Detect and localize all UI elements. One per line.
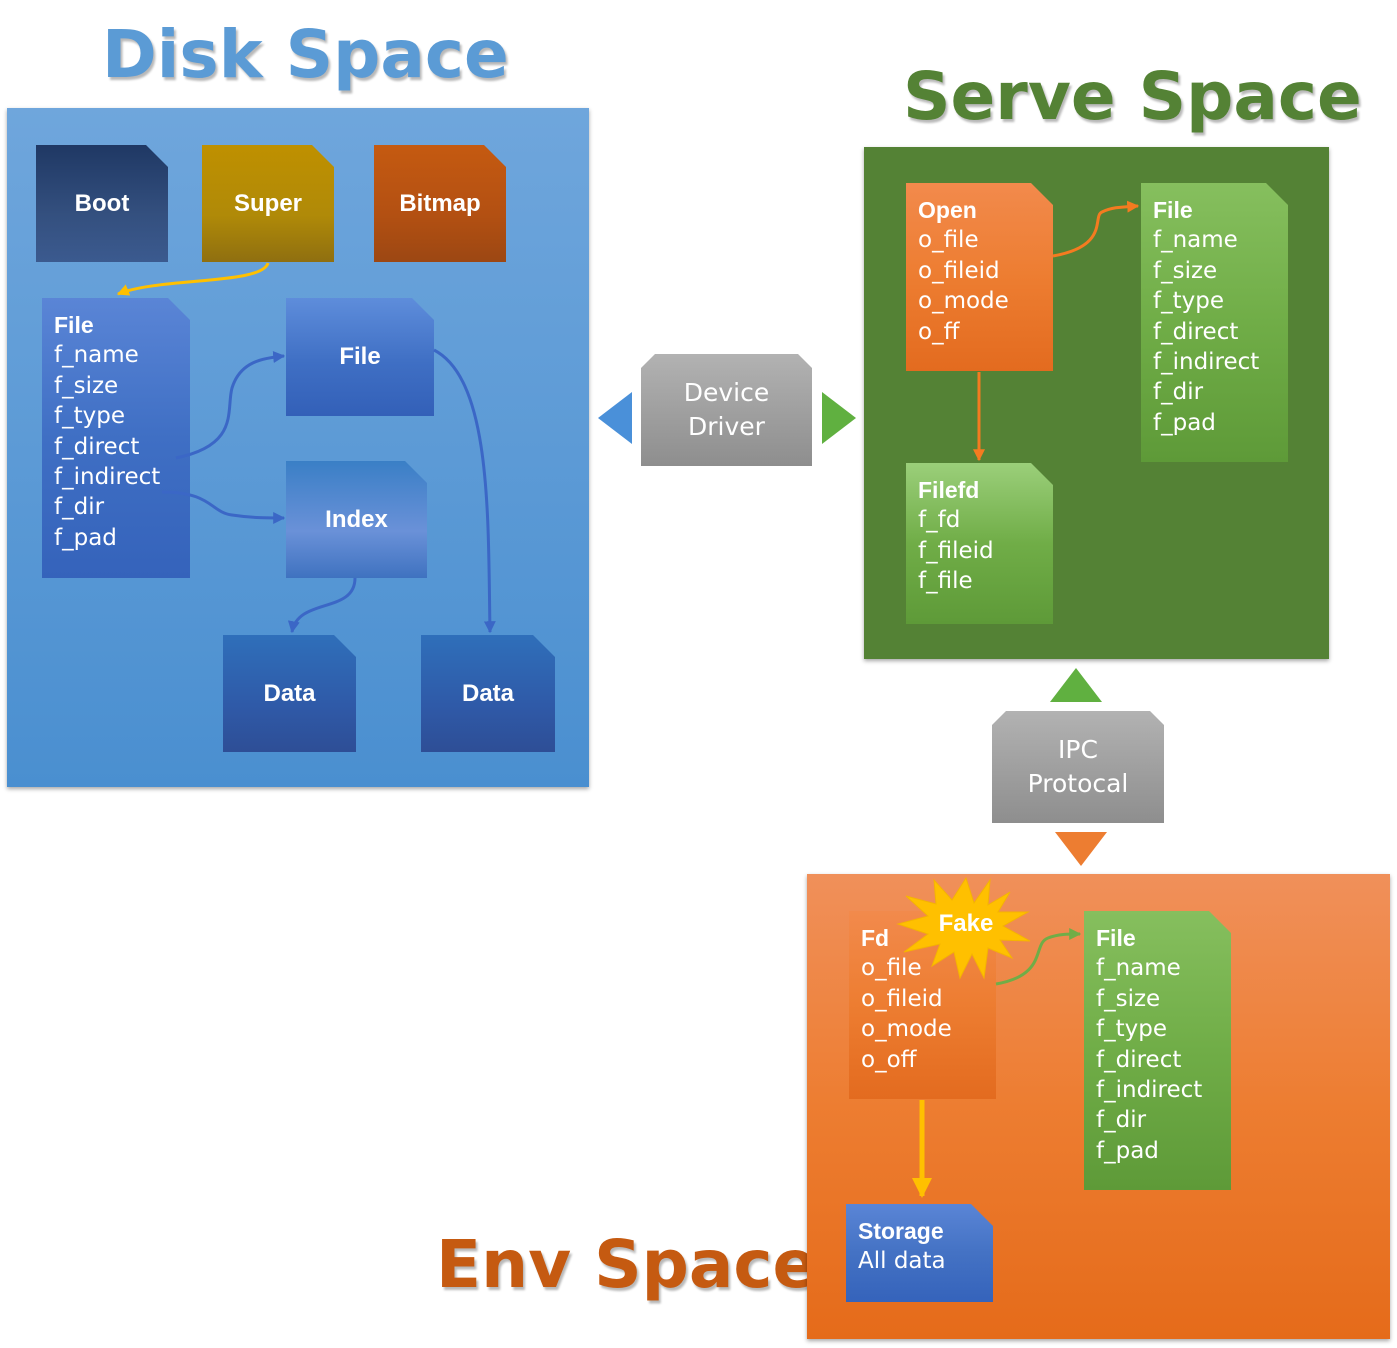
index-block: Index (286, 461, 427, 578)
disk-field: f_pad (54, 524, 117, 551)
env-file-field: f_indirect (1096, 1077, 1203, 1104)
serve-file-field: f_direct (1153, 318, 1239, 345)
up-arrow-icon (1050, 668, 1102, 702)
device-driver-line1: Device (683, 378, 770, 407)
serve-filefd-field: f_file (918, 568, 973, 595)
serve-file-field: f_name (1153, 227, 1238, 254)
down-arrow-icon (1055, 832, 1107, 866)
env-fd-field: o_mode (861, 1016, 952, 1043)
env-file-field: f_dir (1096, 1107, 1147, 1134)
env-file-field: f_name (1096, 955, 1181, 982)
serve-file-field: f_pad (1153, 409, 1216, 436)
env-file-record: File f_name f_size f_type f_direct f_ind… (1084, 911, 1231, 1190)
disk-field: f_dir (54, 494, 105, 521)
direct-to-file-arrow (175, 351, 286, 460)
disk-field: f_type (54, 403, 125, 430)
boot-block: Boot (36, 145, 168, 262)
env-file-field: f_pad (1096, 1137, 1159, 1164)
serve-file-field: f_size (1153, 257, 1218, 284)
serve-open-record: Open o_file o_fileid o_mode o_ff (906, 183, 1053, 371)
serve-open-field: o_fileid (918, 257, 1000, 284)
disk-file-block: File (286, 298, 434, 416)
serve-file-title: File (1153, 197, 1193, 223)
disk-space-title: Disk Space (102, 16, 509, 93)
super-block: Super (202, 145, 334, 262)
env-file-field: f_size (1096, 985, 1161, 1012)
index-to-data-arrow (287, 577, 357, 634)
serve-open-title: Open (918, 197, 977, 223)
env-file-field: f_direct (1096, 1046, 1182, 1073)
disk-file-record: File f_name f_size f_type f_direct f_ind… (42, 298, 190, 578)
disk-file-block-label: File (339, 343, 381, 370)
env-space-title: Env Space (436, 1226, 818, 1303)
super-label: Super (233, 189, 302, 217)
serve-file-field: f_dir (1153, 379, 1204, 406)
disk-field: f_size (54, 372, 119, 399)
right-arrow-icon (822, 392, 856, 444)
left-arrow-icon (598, 392, 632, 444)
bitmap-block: Bitmap (374, 145, 506, 262)
serve-file-field: f_type (1153, 288, 1224, 315)
data-block-right: Data (421, 635, 555, 752)
disk-field: f_indirect (54, 464, 161, 491)
serve-filefd-field: f_fileid (918, 537, 994, 564)
env-fd-field: o_file (861, 955, 922, 982)
bitmap-label: Bitmap (399, 189, 481, 217)
env-file-field: f_type (1096, 1016, 1167, 1043)
ipc-line2: Protocal (1027, 769, 1129, 798)
data-block-left: Data (223, 635, 356, 752)
serve-space-title: Serve Space (903, 58, 1362, 135)
device-driver-box: Device Driver (641, 354, 812, 466)
serve-filefd-field: f_fd (918, 507, 961, 534)
serve-filefd-record: Filefd f_fd f_fileid f_file (906, 463, 1053, 624)
serve-file-field: f_indirect (1153, 349, 1260, 376)
serve-open-field: o_file (918, 227, 979, 254)
open-to-file-arrow (1052, 200, 1140, 258)
data-right-label: Data (461, 679, 515, 707)
file-to-data-arrow (433, 348, 496, 634)
fake-burst-icon (896, 876, 1031, 980)
env-fd-title: Fd (861, 925, 890, 951)
device-driver-line2: Driver (688, 412, 765, 441)
data-left-label: Data (263, 679, 316, 707)
ipc-line1: IPC (1058, 735, 1098, 764)
serve-open-field: o_mode (918, 288, 1009, 315)
serve-filefd-title: Filefd (918, 477, 980, 503)
ipc-protocol-box: IPC Protocal (992, 711, 1164, 823)
env-storage-record: Storage All data (846, 1204, 993, 1302)
env-fd-field: o_fileid (861, 985, 943, 1012)
env-storage-title: Storage (858, 1218, 944, 1244)
disk-field: f_direct (54, 433, 140, 460)
fake-badge-label: Fake (939, 910, 994, 937)
env-fd-field: o_off (861, 1046, 917, 1073)
boot-label: Boot (74, 189, 130, 217)
super-to-file-arrow (116, 262, 270, 296)
serve-file-record: File f_name f_size f_type f_direct f_ind… (1141, 183, 1288, 462)
indirect-to-index-arrow (161, 490, 286, 524)
index-label: Index (325, 505, 388, 533)
disk-field: f_name (54, 342, 139, 369)
serve-open-field: o_ff (918, 318, 960, 345)
env-storage-subtitle: All data (858, 1248, 946, 1275)
env-file-title: File (1096, 925, 1136, 951)
fd-to-file-arrow (995, 928, 1082, 986)
disk-file-record-title: File (54, 312, 94, 338)
